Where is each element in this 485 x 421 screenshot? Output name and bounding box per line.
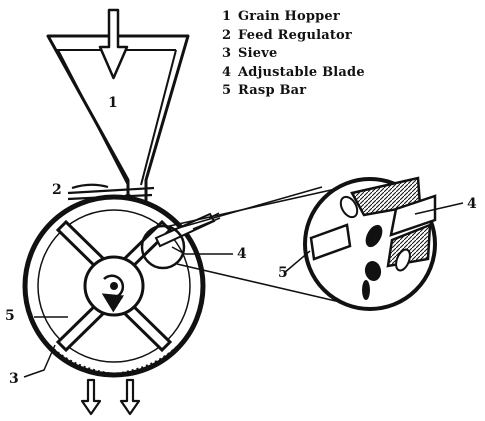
callout-blade: 4 bbox=[237, 246, 247, 262]
legend-label: Rasp Bar bbox=[238, 83, 307, 98]
legend: 1 Grain Hopper 2 Feed Regulator 3 Sieve 4 Ad… bbox=[222, 8, 365, 101]
legend-label: Adjustable Blade bbox=[238, 64, 365, 80]
legend-number: 4 bbox=[222, 64, 232, 80]
callout-sieve: 3 bbox=[9, 371, 19, 387]
legend-label: Sieve bbox=[238, 46, 278, 61]
callout-feed-regulator: 2 bbox=[52, 182, 62, 198]
threshing-drum-assembly bbox=[22, 194, 206, 378]
detail-view bbox=[303, 176, 437, 311]
callout-leaders bbox=[23, 202, 464, 378]
sieve-mesh bbox=[44, 341, 184, 378]
legend-item-sieve: 3 Sieve bbox=[222, 45, 365, 64]
legend-item-grain-hopper: 1 Grain Hopper bbox=[222, 8, 365, 27]
inner-drum-circle bbox=[37, 209, 191, 363]
detail-source-circle bbox=[140, 224, 186, 270]
hub-center bbox=[110, 282, 118, 290]
rotation-arrow bbox=[101, 274, 125, 313]
callout-detail-blade: 4 bbox=[467, 196, 477, 212]
detail-grain-particles bbox=[339, 195, 411, 300]
legend-item-feed-regulator: 2 Feed Regulator bbox=[222, 27, 365, 46]
callout-rasp-bar: 5 bbox=[5, 308, 15, 324]
legend-number: 2 bbox=[222, 27, 232, 43]
legend-item-adjustable-blade: 4 Adjustable Blade bbox=[222, 64, 365, 83]
legend-label: Feed Regulator bbox=[238, 27, 352, 43]
callout-detail-rasp-bar: 5 bbox=[278, 265, 288, 281]
legend-number: 1 bbox=[222, 9, 232, 24]
legend-item-rasp-bar: 5 Rasp Bar bbox=[222, 82, 365, 101]
callout-hopper: 1 bbox=[108, 95, 118, 111]
output-arrows bbox=[80, 378, 141, 416]
legend-number: 5 bbox=[222, 83, 232, 98]
detail-blade bbox=[389, 194, 437, 237]
grain-inlet-arrow bbox=[98, 8, 129, 80]
legend-label: Grain Hopper bbox=[238, 9, 340, 24]
detail-rasp-bar bbox=[309, 223, 352, 261]
legend-number: 3 bbox=[222, 46, 232, 61]
